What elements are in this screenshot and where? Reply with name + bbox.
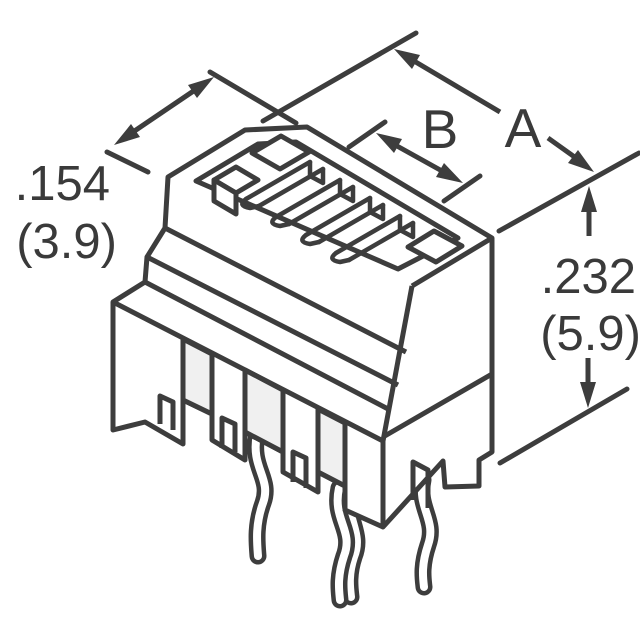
dimension-label-a: A (505, 97, 542, 159)
dimension-label-height-inches: .232 (541, 250, 636, 304)
housing-bottom-edge (163, 225, 408, 355)
contact-spring-4 (330, 213, 416, 265)
leg-notch-1 (157, 393, 176, 430)
dimension-label-depth-inches: .154 (15, 157, 110, 211)
body-outline (110, 124, 495, 530)
dimension-depth (114, 77, 214, 145)
cavity-hole-front (405, 228, 465, 265)
leg-notch-3 (290, 449, 309, 488)
dimension-label-depth-mm: (3.9) (16, 215, 117, 269)
ext-line-depth-upper (207, 69, 299, 126)
cavity-hole-back (249, 133, 312, 172)
dimension-label-b: B (422, 98, 459, 160)
arrowhead-a-right (568, 150, 594, 172)
leg-notch-2 (219, 415, 238, 452)
dimension-pitch-b (376, 133, 463, 183)
arrowhead-depth-upper (188, 77, 214, 98)
dimension-label-height-mm: (5.9) (540, 307, 640, 361)
arrowhead-b-upper (376, 133, 402, 153)
ext-line-width-left (260, 30, 419, 124)
base-top-edge (111, 299, 385, 444)
solder-leads (247, 425, 439, 609)
ext-line-depth-lower (104, 149, 151, 175)
arrowhead-height-upper (581, 186, 597, 212)
leg-notch-4 (410, 459, 431, 508)
dimension-annotations: .154 (3.9) A B .232 (5.9) (15, 30, 640, 466)
arrowhead-a-left (394, 49, 420, 69)
contact-spring-1 (240, 159, 326, 211)
top-right-front-edge (410, 235, 494, 289)
extension-lines (104, 30, 640, 466)
dimension-height (580, 186, 597, 408)
contact-spring-3 (300, 195, 386, 247)
slider-top-edge (145, 254, 400, 388)
ext-line-height-lower (497, 386, 630, 466)
contact-spring-2 (270, 177, 356, 229)
arrowhead-depth-lower (114, 124, 140, 145)
right-face-step-edge (381, 371, 494, 440)
contact-springs (240, 159, 416, 265)
ext-tick-pitch-lower (441, 173, 483, 204)
dimension-width-a (394, 49, 594, 172)
front-right-boundary (380, 285, 415, 442)
arrowhead-height-lower (580, 382, 596, 408)
cavity-end-wall-front (211, 177, 239, 217)
ext-tick-pitch-upper (346, 119, 388, 150)
arrowhead-b-lower (436, 163, 463, 183)
top-cavity-opening (193, 139, 461, 272)
connector-body (110, 124, 495, 530)
ext-line-width-right (496, 150, 640, 234)
slider-bottom-edge (143, 279, 392, 413)
